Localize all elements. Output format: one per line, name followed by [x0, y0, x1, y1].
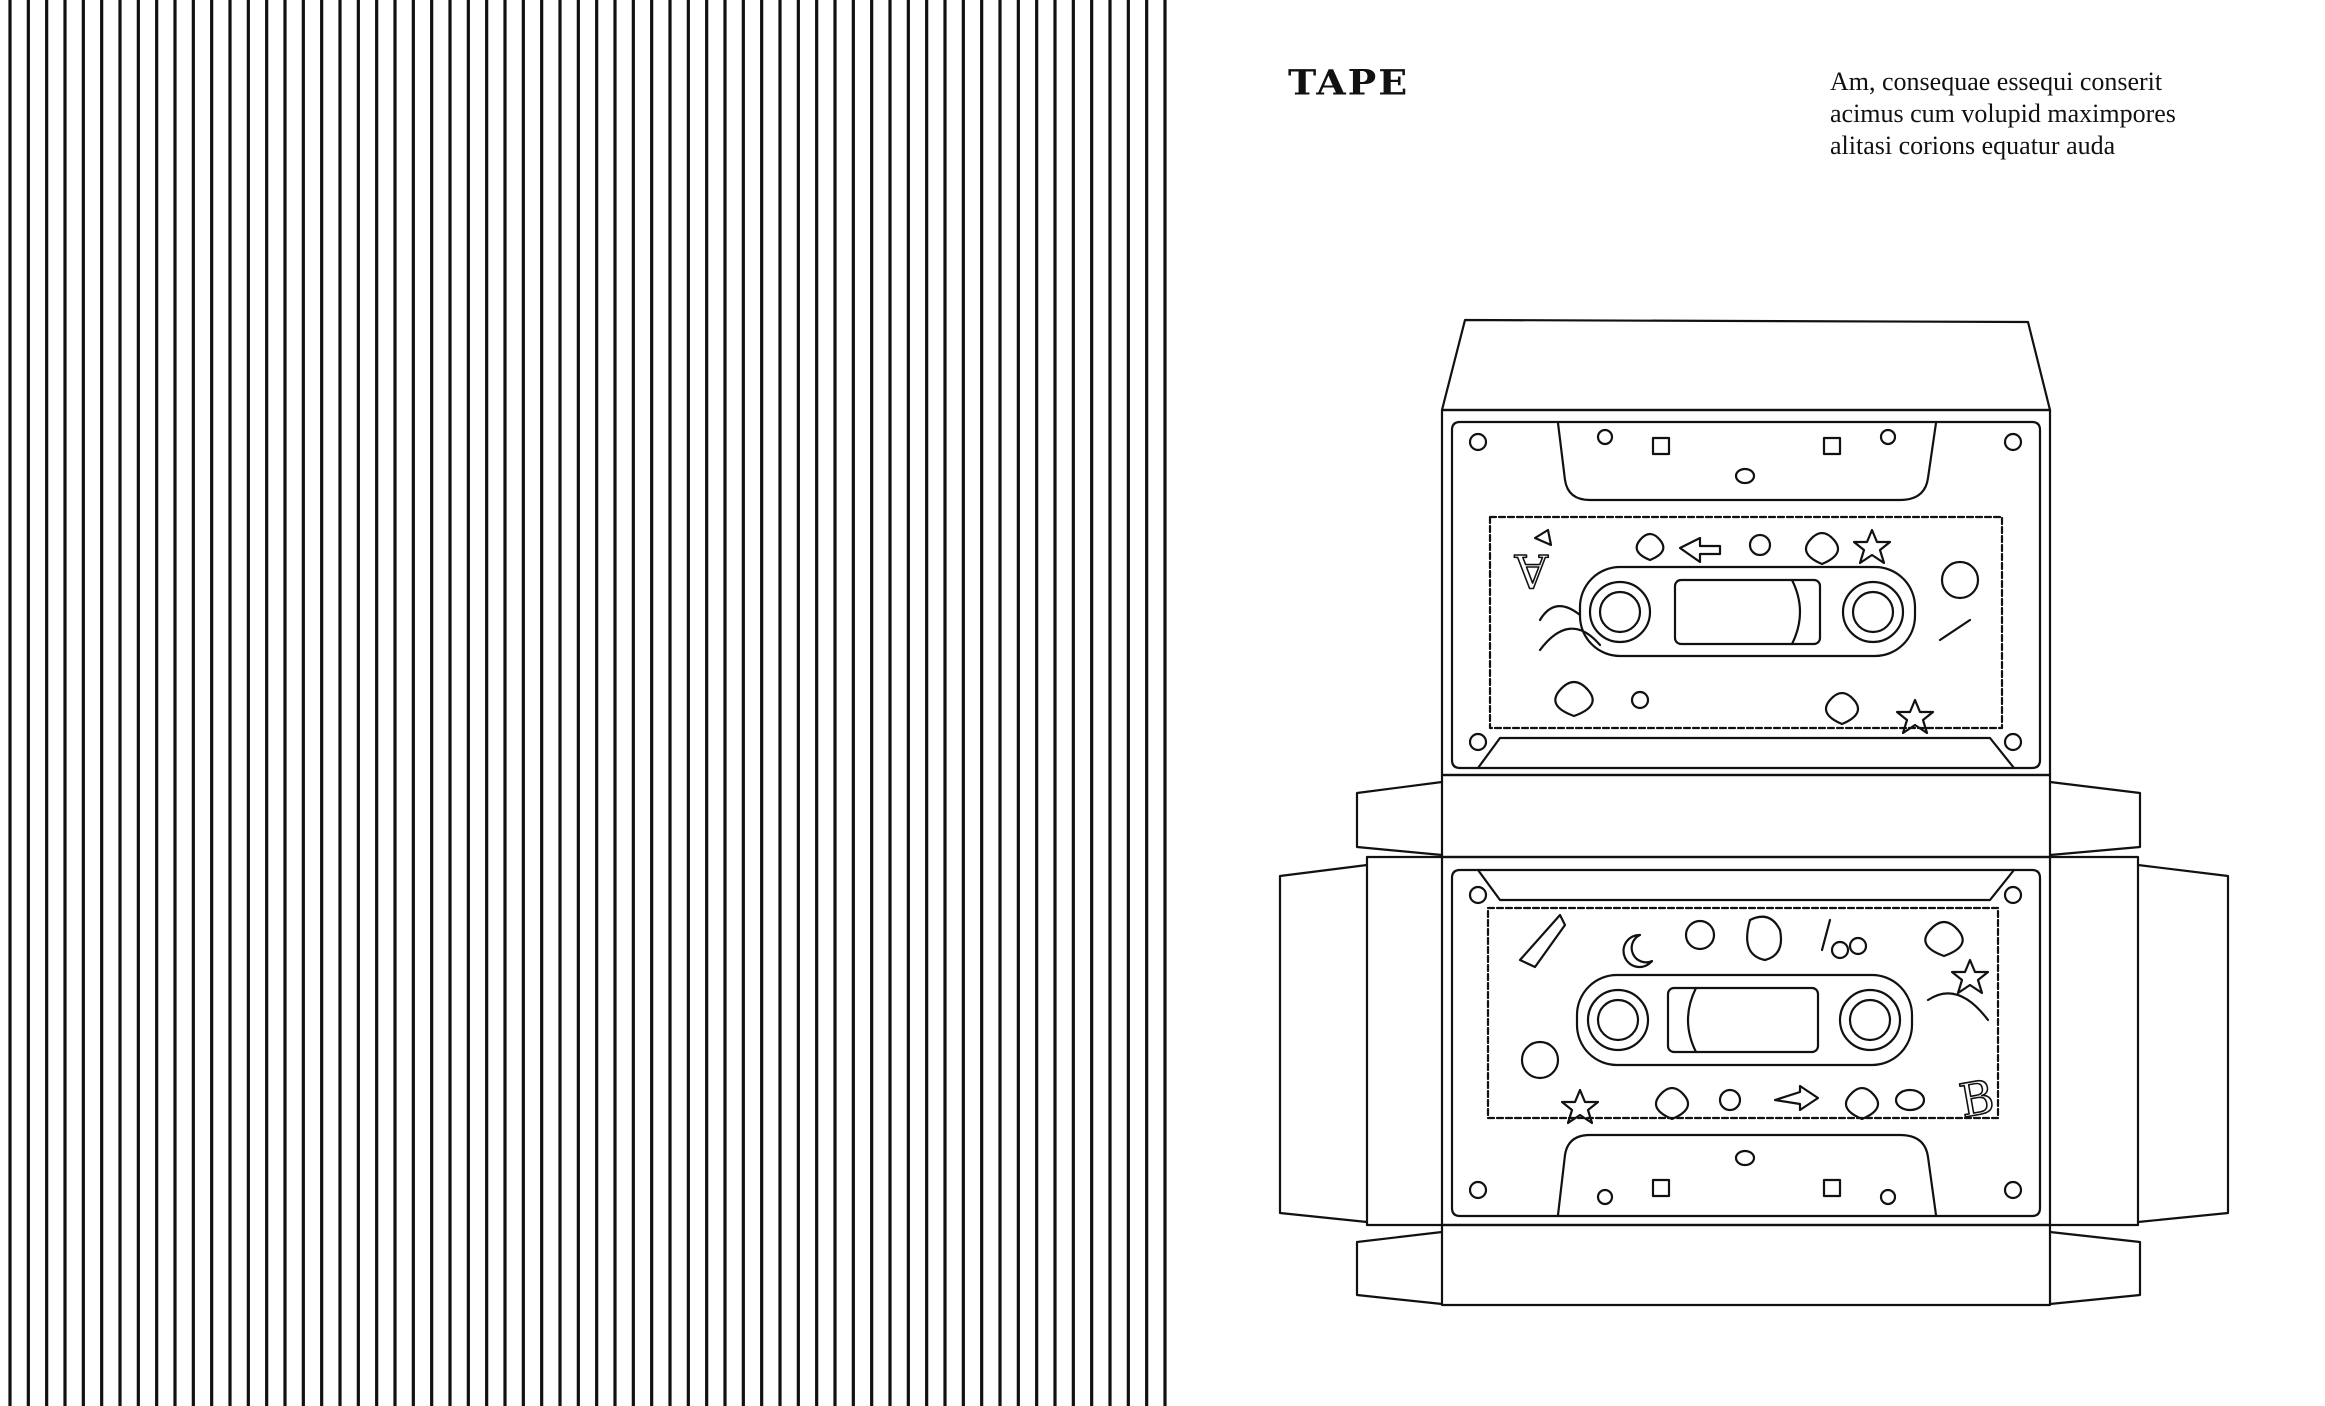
page-title: TAPE	[1288, 62, 1410, 103]
vertical-stripe-pattern	[8, 0, 1167, 1406]
right-page	[1170, 0, 2325, 1406]
description: Am, consequae essequi conserit acimus cu…	[1830, 66, 2300, 162]
description-line-2: acimus cum volupid maximpores	[1830, 99, 2176, 128]
description-line-3: alitasi corions equatur auda	[1830, 131, 2116, 160]
description-line-1: Am, consequae essequi conserit	[1830, 67, 2163, 96]
